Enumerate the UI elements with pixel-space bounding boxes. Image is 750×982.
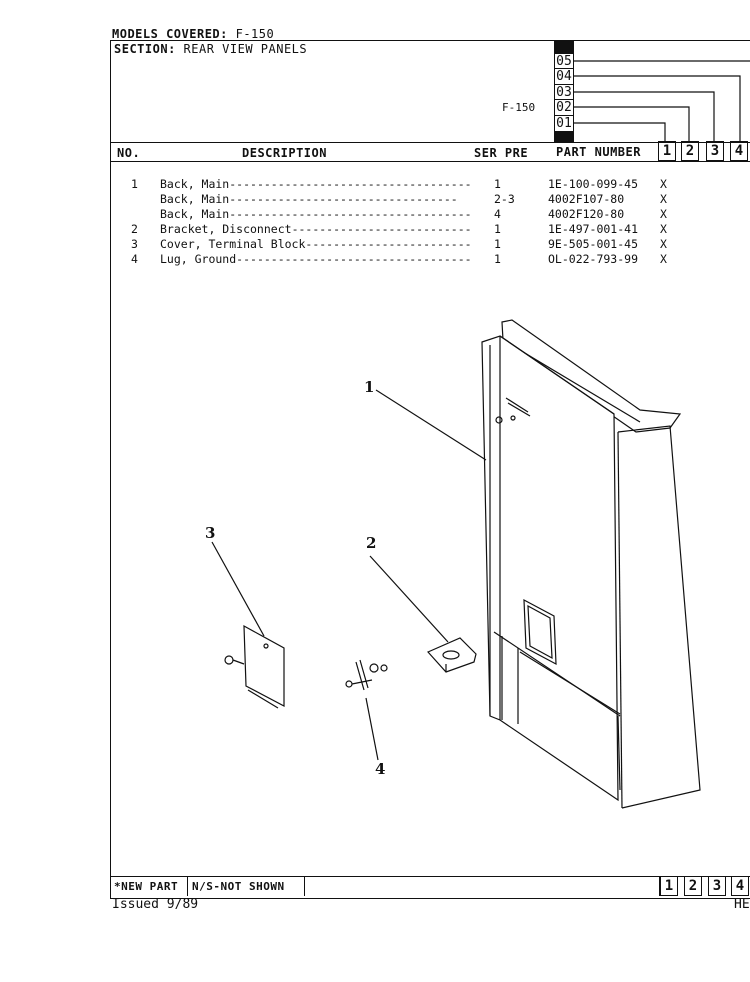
issued-date: Issued 9/89 bbox=[112, 897, 199, 912]
part-row-mark: X bbox=[660, 192, 667, 206]
part-row-description: Cover, Terminal Block-------------------… bbox=[160, 237, 472, 251]
footer-divider-1 bbox=[187, 876, 188, 896]
exploded-diagram bbox=[211, 319, 701, 809]
callout-3: 3 bbox=[205, 524, 216, 542]
part-row-no: 3 bbox=[131, 237, 138, 251]
bracket-disconnect bbox=[426, 637, 477, 673]
corner-code: HE bbox=[734, 897, 750, 912]
part-row-desc-text: Lug, Ground bbox=[160, 252, 237, 266]
part-row-no: 4 bbox=[131, 252, 138, 266]
page-frame bbox=[110, 40, 750, 899]
part-row-part-number: OL-022-793-99 bbox=[548, 252, 639, 266]
part-row-desc-text: Cover, Terminal Block bbox=[160, 237, 306, 251]
footer-divider-3 bbox=[659, 876, 660, 896]
part-row-description: Back, Main------------------------------… bbox=[160, 192, 458, 206]
footer-ns-not-shown: N/S-NOT SHOWN bbox=[192, 880, 285, 893]
part-row-part-number: 1E-100-099-45 bbox=[548, 177, 639, 191]
part-row-ser-pre: 1 bbox=[494, 237, 501, 251]
terminal-block-cover bbox=[243, 624, 285, 707]
column-box-3: 3 bbox=[706, 141, 724, 161]
models-covered: MODELS COVERED: F-150 bbox=[112, 27, 274, 41]
callout-2: 2 bbox=[366, 534, 377, 552]
part-row-leader: ---------------------------------- bbox=[236, 252, 472, 266]
part-row-ser-pre: 1 bbox=[494, 177, 501, 191]
section-label: SECTION: bbox=[114, 42, 176, 56]
col-no: NO. bbox=[117, 146, 141, 160]
callout-4: 4 bbox=[375, 760, 386, 778]
part-row-part-number: 4002F107-80 bbox=[548, 192, 625, 206]
footer-box-2: 2 bbox=[684, 876, 702, 896]
column-box-2: 2 bbox=[681, 141, 699, 161]
part-row-desc-text: Back, Main bbox=[160, 177, 230, 191]
part-row-part-number: 1E-497-001-41 bbox=[548, 222, 639, 236]
part-row-mark: X bbox=[660, 252, 667, 266]
section-title: SECTION: REAR VIEW PANELS bbox=[114, 42, 307, 56]
part-row-leader: ----------------------------------- bbox=[229, 207, 472, 221]
part-row-no: 2 bbox=[131, 222, 138, 236]
column-header-rule-bottom bbox=[110, 161, 750, 162]
col-ser-pre: SER PRE bbox=[474, 146, 529, 160]
column-box-1: 1 bbox=[658, 141, 676, 161]
part-row-mark: X bbox=[660, 177, 667, 191]
footer-bar bbox=[110, 876, 750, 897]
models-covered-value: F-150 bbox=[235, 27, 275, 41]
version-box-02: 02 bbox=[554, 99, 574, 116]
column-header-rule bbox=[110, 142, 750, 143]
part-row-description: Back, Main------------------------------… bbox=[160, 207, 472, 221]
version-connectors bbox=[574, 60, 750, 143]
part-row-mark: X bbox=[660, 207, 667, 221]
model-code: F-150 bbox=[502, 101, 536, 114]
models-covered-label: MODELS COVERED: bbox=[112, 27, 228, 41]
part-row-mark: X bbox=[660, 222, 667, 236]
version-box-01: 01 bbox=[554, 115, 574, 132]
footer-new-part: *NEW PART bbox=[114, 880, 179, 893]
part-row-leader: --------------------------------- bbox=[229, 192, 458, 206]
part-row-description: Lug, Ground-----------------------------… bbox=[160, 252, 472, 266]
part-row-ser-pre: 2-3 bbox=[494, 192, 515, 206]
footer-box-3: 3 bbox=[708, 876, 726, 896]
part-row-ser-pre: 1 bbox=[494, 222, 501, 236]
part-row-no: 1 bbox=[131, 177, 138, 191]
back-panel bbox=[481, 335, 619, 802]
part-row-desc-text: Bracket, Disconnect bbox=[160, 222, 292, 236]
col-part-number: PART NUMBER bbox=[556, 145, 641, 159]
part-row-description: Bracket, Disconnect---------------------… bbox=[160, 222, 472, 236]
ground-lug bbox=[355, 661, 365, 691]
part-row-description: Back, Main------------------------------… bbox=[160, 177, 472, 191]
part-row-ser-pre: 1 bbox=[494, 252, 501, 266]
part-row-leader: ------------------------ bbox=[305, 237, 472, 251]
footer-box-1: 1 bbox=[660, 876, 678, 896]
part-row-mark: X bbox=[660, 237, 667, 251]
footer-box-4: 4 bbox=[731, 876, 749, 896]
part-row-ser-pre: 4 bbox=[494, 207, 501, 221]
col-description: DESCRIPTION bbox=[242, 146, 327, 160]
part-row-leader: -------------------------- bbox=[291, 222, 472, 236]
footer-divider-2 bbox=[304, 876, 305, 896]
part-row-desc-text: Back, Main bbox=[160, 207, 230, 221]
part-row-part-number: 4002F120-80 bbox=[548, 207, 625, 221]
part-row-part-number: 9E-505-001-45 bbox=[548, 237, 639, 251]
callout-1: 1 bbox=[364, 378, 375, 396]
part-row-desc-text: Back, Main bbox=[160, 192, 230, 206]
section-value: REAR VIEW PANELS bbox=[183, 42, 308, 56]
part-row-leader: ----------------------------------- bbox=[229, 177, 472, 191]
column-box-4: 4 bbox=[730, 141, 748, 161]
